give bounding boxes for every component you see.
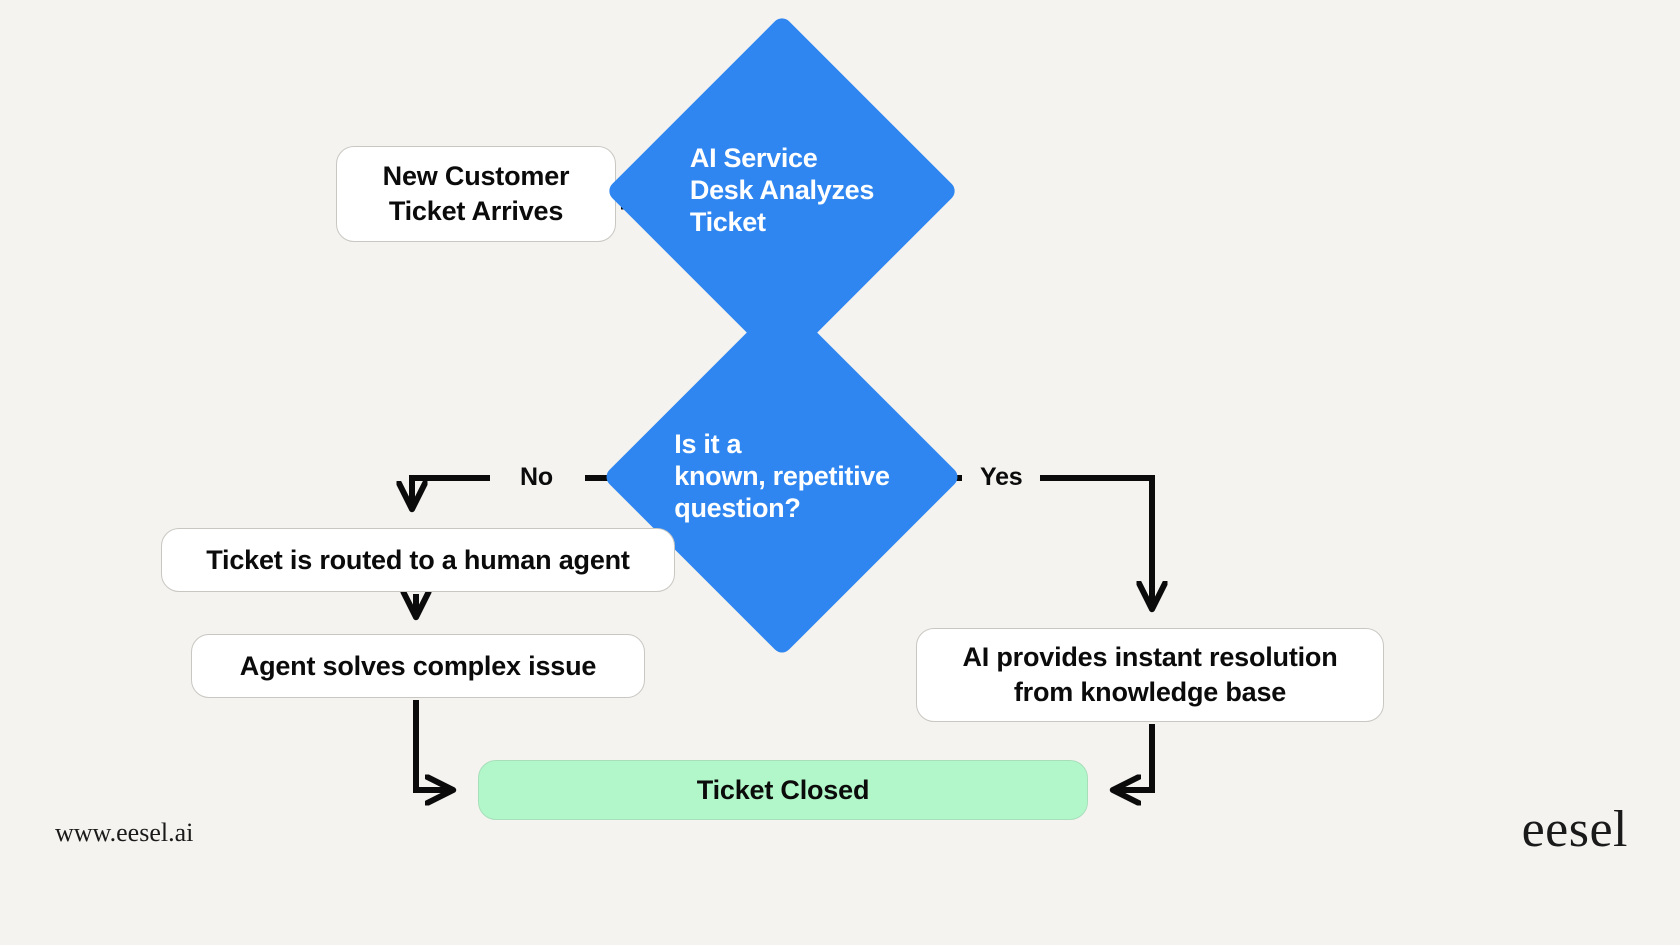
node-decision-known-repetitive[interactable]: Is it a known, repetitive question?: [602, 297, 962, 657]
edge-ai-to-closed: [1114, 724, 1155, 790]
edge-label-yes: Yes: [970, 465, 1033, 490]
node-ai-service-desk-analyzes[interactable]: AI Service Desk Analyzes Ticket: [605, 14, 959, 368]
footer-website-url[interactable]: www.eesel.ai: [55, 818, 194, 847]
node-new-customer-ticket[interactable]: New Customer Ticket Arrives: [336, 146, 616, 242]
edge-agent-to-closed: [413, 700, 452, 790]
edge-yes-to-ai: [1040, 475, 1152, 608]
node-ai-provides-instant-resolution[interactable]: AI provides instant resolution from know…: [916, 628, 1384, 722]
edge-no-to-human: [412, 475, 490, 508]
footer-brand-logo: eesel: [1521, 801, 1628, 858]
node-ticket-routed-human-agent[interactable]: Ticket is routed to a human agent: [161, 528, 675, 592]
edge-label-no: No: [510, 465, 563, 490]
node-agent-solves-complex-issue[interactable]: Agent solves complex issue: [191, 634, 645, 698]
diamond-shape-decision: [602, 297, 962, 657]
node-ticket-closed[interactable]: Ticket Closed: [478, 760, 1088, 820]
